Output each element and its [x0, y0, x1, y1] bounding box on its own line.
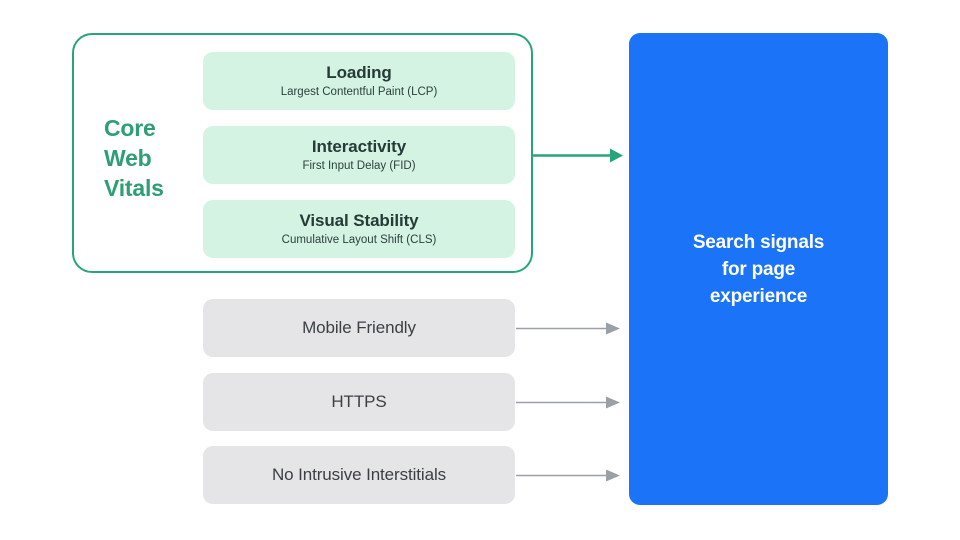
- signal-card-mobile-friendly: Mobile Friendly: [203, 299, 515, 357]
- arrow-no-intrusive-interstitials: [516, 469, 620, 482]
- signal-card-https: HTTPS: [203, 373, 515, 431]
- metric-card-interactivity: Interactivity First Input Delay (FID): [203, 126, 515, 184]
- core-web-vitals-label-line-2: Web: [104, 145, 152, 171]
- metric-title-visual-stability: Visual Stability: [299, 211, 419, 230]
- metric-card-loading: Loading Largest Contentful Paint (LCP): [203, 52, 515, 110]
- search-signals-text: Search signals for page experience: [692, 229, 825, 310]
- core-web-vitals-label-line-3: Vitals: [104, 175, 164, 201]
- signal-label-https: HTTPS: [331, 392, 387, 411]
- search-signals-line-2: for page: [721, 258, 796, 280]
- metric-card-visual-stability: Visual Stability Cumulative Layout Shift…: [203, 200, 515, 258]
- metric-title-interactivity: Interactivity: [311, 137, 407, 156]
- metric-subtitle-interactivity: First Input Delay (FID): [302, 160, 416, 172]
- arrow-core-web-vitals: [533, 148, 623, 163]
- search-signals-line-1: Search signals: [692, 231, 825, 253]
- signal-label-no-intrusive-interstitials: No Intrusive Interstitials: [271, 465, 447, 484]
- arrow-https: [516, 396, 620, 409]
- arrow-mobile-friendly: [516, 322, 620, 335]
- core-web-vitals-label: Core Web Vitals: [104, 113, 196, 203]
- search-signals-box: Search signals for page experience: [629, 33, 888, 505]
- search-signals-line-3: experience: [709, 285, 808, 307]
- metric-subtitle-loading: Largest Contentful Paint (LCP): [280, 86, 438, 98]
- metric-title-loading: Loading: [326, 63, 392, 82]
- core-web-vitals-label-line-1: Core: [104, 115, 156, 141]
- signal-card-no-intrusive-interstitials: No Intrusive Interstitials: [203, 446, 515, 504]
- signal-label-mobile-friendly: Mobile Friendly: [302, 318, 416, 337]
- metric-subtitle-visual-stability: Cumulative Layout Shift (CLS): [281, 234, 437, 246]
